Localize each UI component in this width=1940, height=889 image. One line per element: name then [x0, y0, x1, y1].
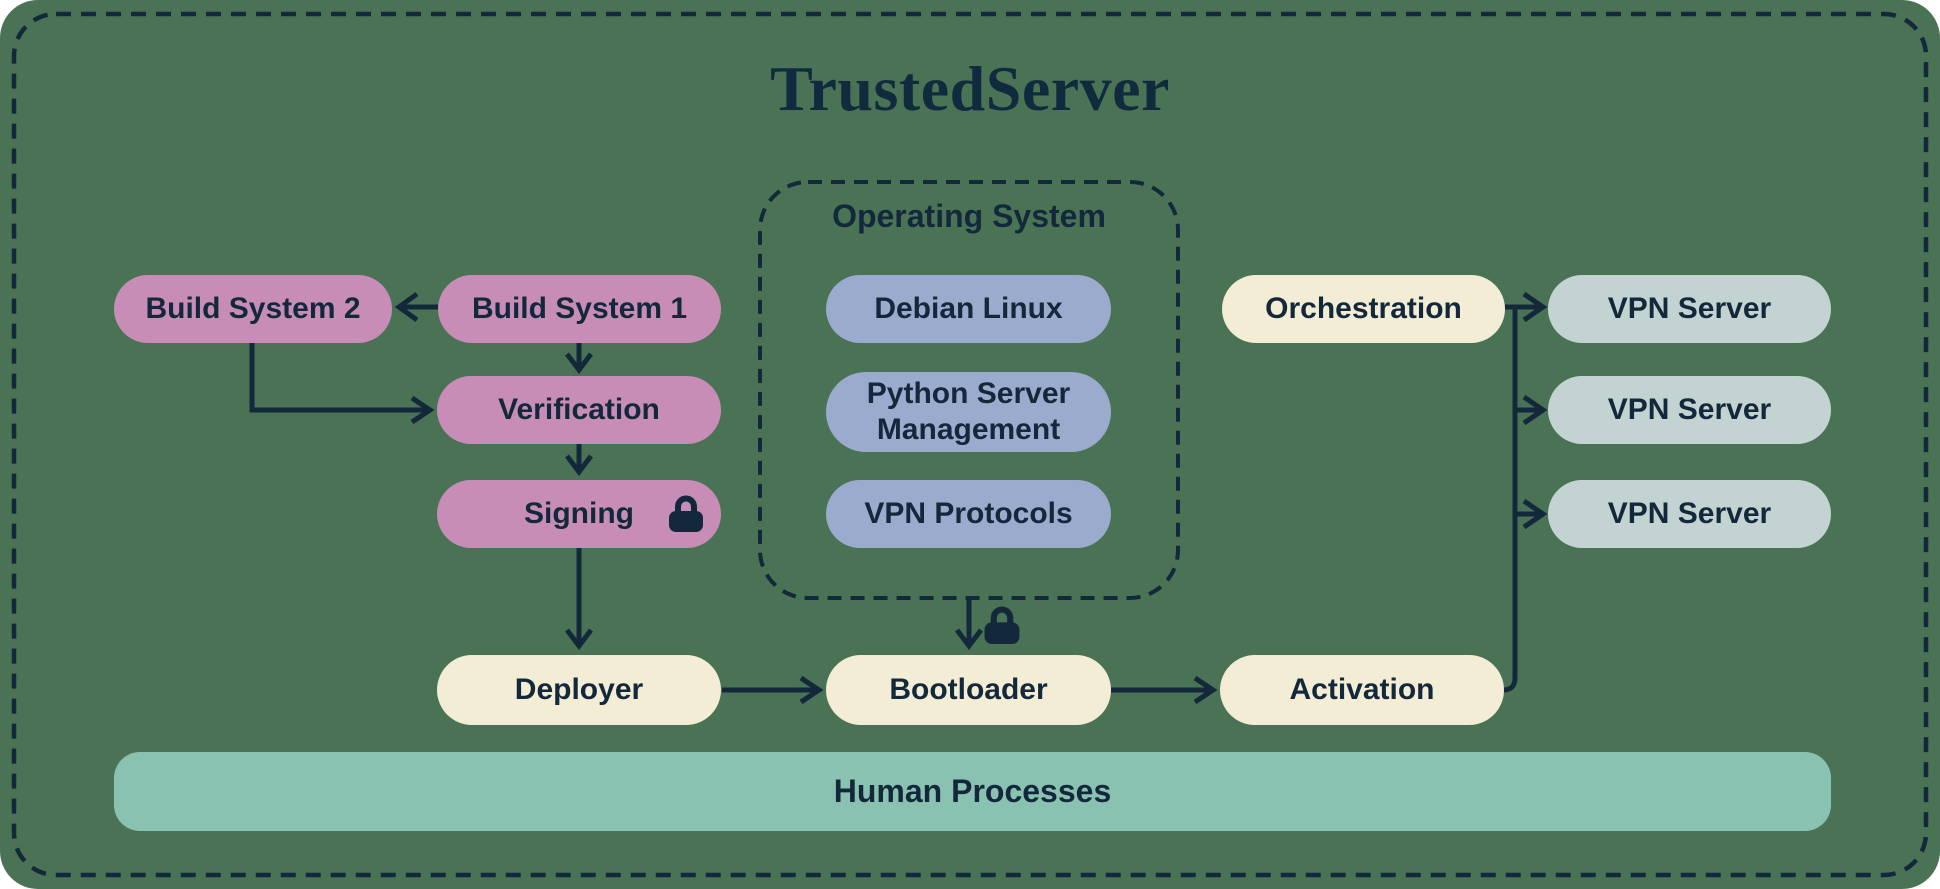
edge-orchestration-vpnserver1 [1505, 291, 1548, 323]
node-activation: Activation [1220, 655, 1504, 725]
node-label: Build System 2 [145, 292, 361, 325]
node-vpn-server-1: VPN Server [1548, 275, 1831, 343]
node-label: Deployer [514, 673, 644, 706]
node-label: VPN Server [1607, 292, 1772, 325]
node-python-server-management: Python Server Management [826, 372, 1111, 452]
human-processes-band: Human Processes [114, 752, 1831, 831]
edge-deployer-bootloader [722, 675, 824, 705]
edge-buildsystem2-verification [249, 343, 435, 425]
node-label: Bootloader [889, 673, 1048, 706]
os-group-title: Operating System [832, 198, 1106, 234]
edge-bootloader-activation [1111, 675, 1218, 705]
node-signing: Signing [437, 480, 721, 548]
node-label: Activation [1289, 673, 1435, 706]
node-bootloader: Bootloader [826, 655, 1111, 725]
diagram-title: TrustedServer [770, 53, 1170, 124]
edge-os-bootloader [955, 600, 983, 651]
node-debian-linux: Debian Linux [826, 275, 1111, 343]
node-vpn-protocols: VPN Protocols [826, 480, 1111, 548]
edge-trunk-vpnserver2 [1515, 394, 1548, 426]
node-vpn-server-3: VPN Server [1548, 480, 1831, 548]
lock-icon [984, 606, 1020, 644]
node-label: Python Server Management [866, 377, 1071, 446]
node-label: Verification [498, 393, 660, 426]
edge-buildsystem1-buildsystem2 [394, 291, 438, 323]
node-label: VPN Protocols [864, 497, 1073, 530]
os-group-dashed-border [758, 180, 1180, 600]
node-deployer: Deployer [437, 655, 721, 725]
edge-signing-deployer [565, 548, 593, 651]
lock-icon [669, 495, 703, 532]
outer-dashed-border [11, 11, 1929, 878]
edge-verification-signing [565, 444, 593, 477]
node-label: VPN Server [1607, 393, 1772, 426]
node-verification: Verification [437, 376, 721, 444]
node-build-system-1: Build System 1 [438, 275, 721, 343]
band-label: Human Processes [833, 773, 1112, 809]
node-label: VPN Server [1607, 497, 1772, 530]
edge-activation-vpn-trunk [1502, 307, 1518, 693]
node-label: Build System 1 [471, 292, 688, 325]
node-build-system-2: Build System 2 [114, 275, 392, 343]
edge-buildsystem1-verification [565, 343, 593, 375]
node-vpn-server-2: VPN Server [1548, 376, 1831, 444]
node-orchestration: Orchestration [1222, 275, 1505, 343]
node-label: Signing [524, 497, 634, 530]
node-label: Debian Linux [874, 292, 1063, 325]
node-label: Orchestration [1265, 292, 1462, 325]
edge-trunk-vpnserver3 [1515, 498, 1548, 530]
